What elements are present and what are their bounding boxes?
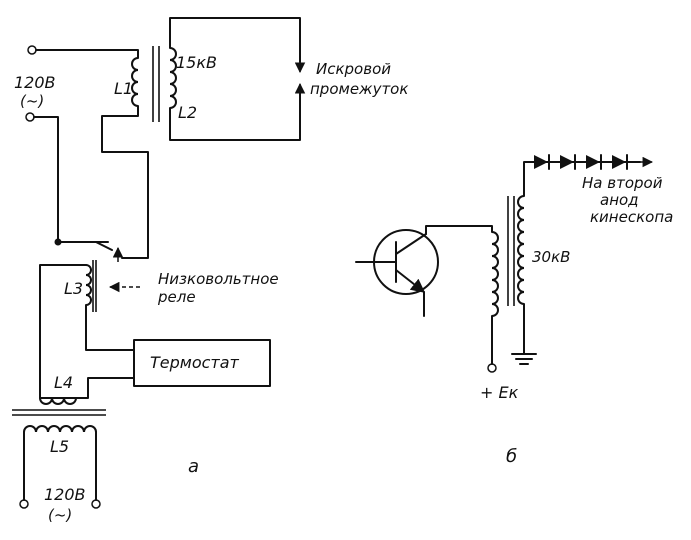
label-supply-ek: + Eк — [480, 383, 519, 402]
label-hv-15kv: 15кВ — [176, 53, 217, 72]
relay-contact-blade — [95, 241, 113, 251]
diode-chain — [533, 154, 654, 170]
label-coil-l4: L4 — [54, 373, 73, 392]
label-output-1: На второй — [582, 174, 663, 192]
label-hv-30kv: 30кВ — [532, 248, 570, 266]
circuit-b: 30кВ На второй анод кинескопа + Eк б — [355, 154, 673, 467]
coil-l4 — [39, 397, 88, 405]
supply-top-terminal-2 — [25, 112, 35, 122]
supply-top-wire-2 — [33, 116, 59, 243]
label-coil-l2: L2 — [178, 103, 197, 122]
coil-l1-lead — [101, 105, 149, 259]
supply-top-wire-1 — [35, 49, 139, 59]
label-output-2: анод — [600, 191, 639, 209]
secondary-top-wire — [523, 161, 535, 197]
supply-bottom-terminal-1 — [19, 499, 29, 509]
thermostat-box — [133, 339, 271, 387]
label-spark-gap-2: промежуток — [310, 80, 408, 98]
coil-l2-wire — [169, 17, 301, 63]
secondary-coil — [517, 195, 525, 305]
primary-coil — [491, 231, 499, 317]
coil-l3 — [85, 264, 92, 306]
thermostat-wire — [87, 377, 135, 399]
panel-label-a: а — [188, 456, 199, 477]
coil-l2 — [169, 47, 177, 109]
panel-label-b: б — [506, 446, 517, 467]
label-spark-gap-1: Искровой — [316, 60, 391, 78]
diode-1 — [534, 155, 548, 169]
label-output-3: кинескопа — [590, 208, 673, 226]
label-supply-bottom-ac: (~) — [48, 506, 72, 524]
label-thermostat: Термостат — [150, 353, 240, 372]
label-relay-1: Низковольтное — [158, 270, 279, 288]
supply-top-terminal-1 — [27, 45, 37, 55]
label-relay-2: реле — [157, 288, 196, 306]
label-coil-l1: L1 — [114, 79, 133, 98]
coil-l2-return — [169, 91, 301, 141]
diode-2 — [560, 155, 574, 169]
label-supply-bottom: 120В — [44, 485, 86, 504]
label-supply-top: 120В — [14, 73, 56, 92]
coil-l1 — [131, 57, 139, 107]
coil-l5 — [23, 425, 97, 433]
transistor-emitter — [395, 269, 426, 293]
coil-l3-lead — [85, 304, 135, 351]
relay-frame-wire — [39, 264, 87, 399]
circuit-a: 120В (~) L1 15кВ L2 Искровой промежуток … — [12, 17, 408, 524]
transistor-collector — [395, 233, 427, 255]
supply-bottom-terminal-2 — [91, 499, 101, 509]
label-supply-top-ac: (~) — [20, 92, 44, 110]
supply-ek-terminal — [487, 363, 497, 373]
transistor-collector-wire — [425, 225, 493, 235]
label-coil-l3: L3 — [64, 279, 83, 298]
diode-3 — [586, 155, 600, 169]
diode-4 — [612, 155, 626, 169]
label-coil-l5: L5 — [50, 437, 69, 456]
